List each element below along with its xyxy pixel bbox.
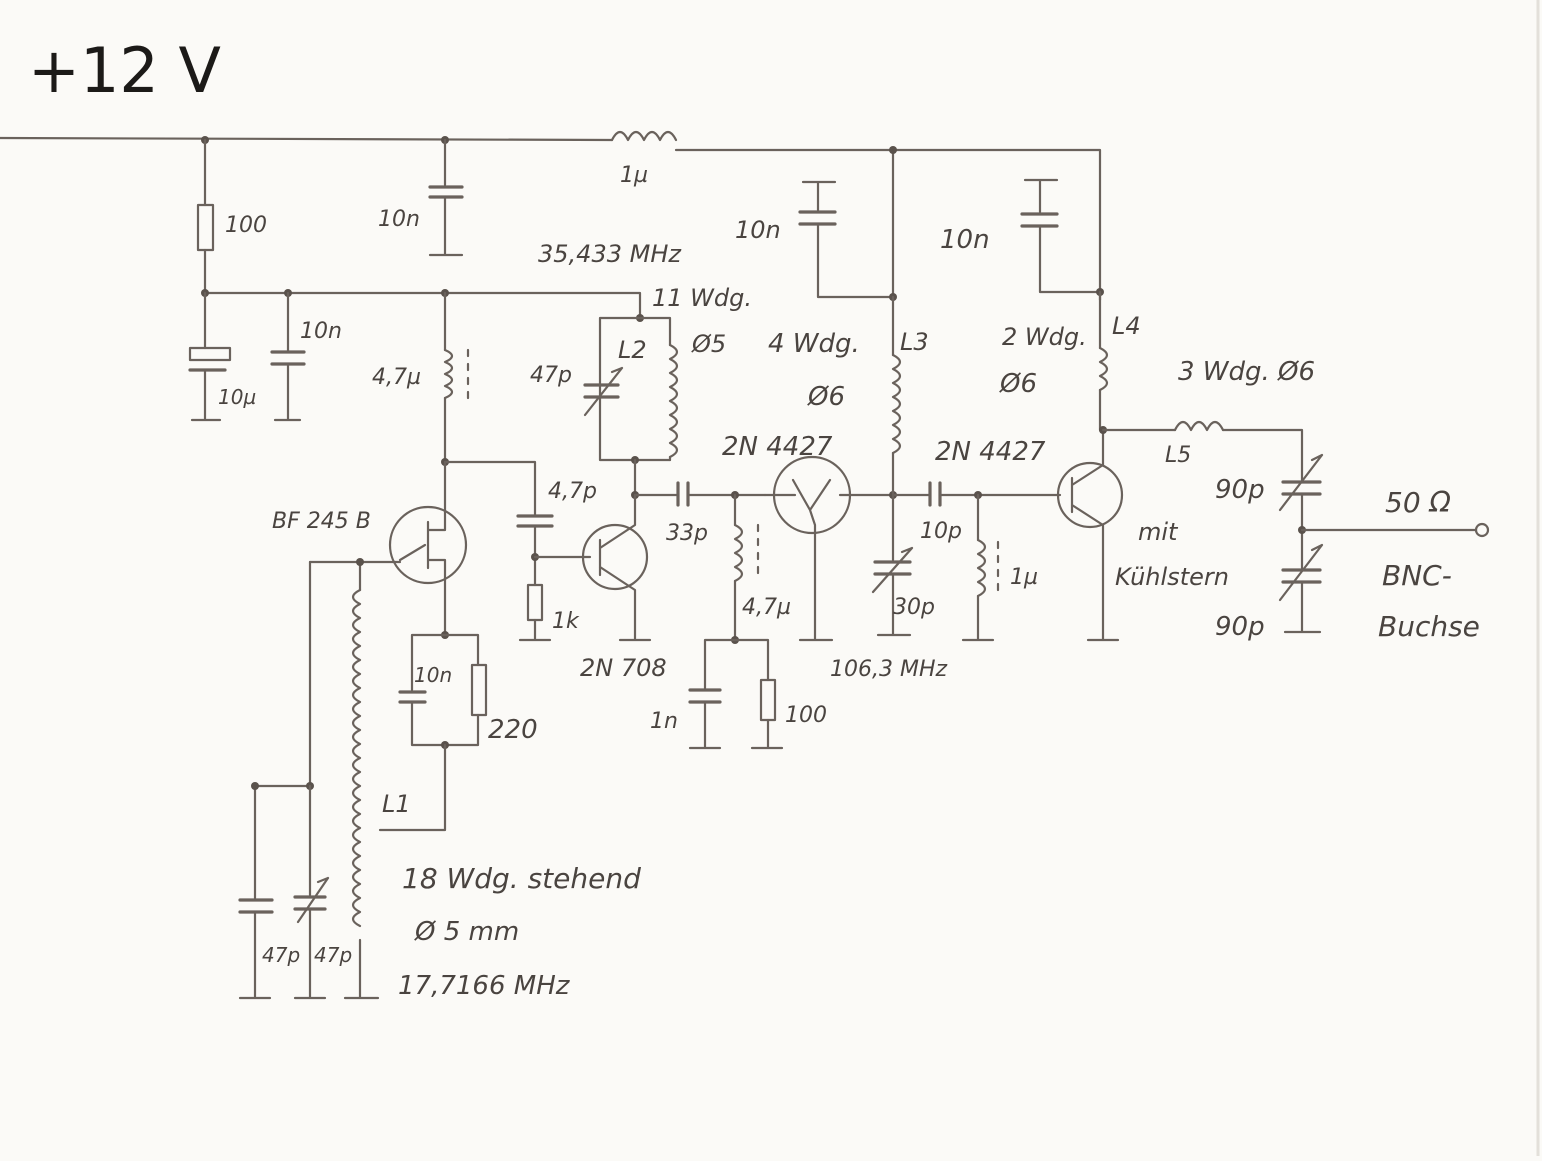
label-wdg3: 3 Wdg. Ø6 xyxy=(1178,357,1315,387)
label-freq-35: 35,433 MHz xyxy=(538,240,682,268)
label-bf245: BF 245 B xyxy=(272,509,371,534)
label-c30p: 30p xyxy=(893,595,935,620)
resistor-100-top xyxy=(196,138,215,295)
label-wdg18: 18 Wdg. stehend xyxy=(402,862,641,895)
capacitor-10n-l3 xyxy=(798,180,895,299)
label-kuehlstern: Kühlstern xyxy=(1115,563,1229,591)
label-c10n-b: 10n xyxy=(300,319,342,344)
tank-l2 xyxy=(583,316,679,497)
label-d5mm: Ø 5 mm xyxy=(414,917,519,947)
label-c10n-l3: 10n xyxy=(735,216,781,244)
coil-l5 xyxy=(1101,420,1304,482)
transistor-2n708 xyxy=(581,493,652,642)
label-bnc2: Buchse xyxy=(1378,610,1480,643)
capacitor-4p7 xyxy=(516,514,592,642)
label-l2: L2 xyxy=(618,336,647,364)
dc-line-293 xyxy=(203,291,642,320)
label-l3: L3 xyxy=(900,328,929,356)
label-d6-a: Ø6 xyxy=(807,382,845,412)
label-2n4427-b: 2N 4427 xyxy=(935,437,1046,467)
label-l47u-b: 4,7µ xyxy=(742,595,791,620)
choke-4u7-base xyxy=(688,493,784,750)
label-l5: L5 xyxy=(1165,443,1191,468)
transistor-2n4427-a xyxy=(763,455,895,642)
label-l1u: 1µ xyxy=(1010,565,1038,590)
label-c90p-a: 90p xyxy=(1215,475,1265,505)
label-c33p: 33p xyxy=(666,521,708,546)
label-ohm50: 50 Ω xyxy=(1385,486,1452,519)
label-c47p-c: 47p xyxy=(262,943,300,967)
label-r100-top: 100 xyxy=(225,213,267,238)
choke-4u7-drain xyxy=(443,291,470,464)
label-d5: Ø5 xyxy=(691,330,726,358)
label-l4: L4 xyxy=(1112,312,1141,340)
label-2n708: 2N 708 xyxy=(580,654,667,682)
capacitor-33p xyxy=(633,481,767,507)
capacitor-10u xyxy=(188,291,232,422)
output-caps-90p xyxy=(1278,453,1490,634)
label-c47p: 47p xyxy=(530,363,572,388)
label-freq-17: 17,7166 MHz xyxy=(398,971,571,1001)
label-c10u: 10µ xyxy=(218,385,256,409)
label-c4p7: 4,7p xyxy=(548,479,597,504)
label-bnc1: BNC- xyxy=(1382,559,1452,592)
capacitor-10n-rail xyxy=(428,138,464,257)
label-r220: 220 xyxy=(488,715,538,745)
label-freq-106: 106,3 MHz xyxy=(830,657,947,682)
label-mit: mit xyxy=(1138,518,1179,546)
supply-rail xyxy=(0,130,1102,302)
label-c10p: 10p xyxy=(920,519,962,544)
label-wdg11: 11 Wdg. xyxy=(652,284,752,312)
capacitor-10n-left xyxy=(270,291,306,422)
label-c1n: 1n xyxy=(650,709,678,734)
supply-label: +12 V xyxy=(28,34,221,107)
label-c10n-a: 10n xyxy=(378,207,420,232)
capacitor-10p xyxy=(891,481,1062,642)
wire-drain xyxy=(443,460,537,518)
label-c10n-src: 10n xyxy=(414,663,452,687)
label-c47p-d: 47p xyxy=(314,943,352,967)
label-wdg4: 4 Wdg. xyxy=(768,329,860,359)
transistor-2n4427-b xyxy=(1056,428,1124,642)
label-l1: L1 xyxy=(382,790,411,818)
coil-l4 xyxy=(1098,290,1109,432)
label-2n4427-a: 2N 4427 xyxy=(722,432,833,462)
label-c10n-l4: 10n xyxy=(940,225,990,255)
coil-l1 xyxy=(343,560,380,1000)
label-r1k: 1k xyxy=(552,609,580,634)
label-c90p-b: 90p xyxy=(1215,612,1265,642)
label-choke-1u: 1µ xyxy=(620,163,648,188)
fet-bf245b xyxy=(308,460,468,637)
label-l47u-a: 4,7µ xyxy=(372,365,421,390)
capacitor-10n-l4 xyxy=(1020,178,1102,294)
label-r100-b: 100 xyxy=(785,703,827,728)
source-rc xyxy=(378,633,488,832)
label-d6-b: Ø6 xyxy=(999,369,1037,399)
label-wdg2: 2 Wdg. xyxy=(1002,323,1087,351)
caps-47p-tank xyxy=(238,560,330,1000)
